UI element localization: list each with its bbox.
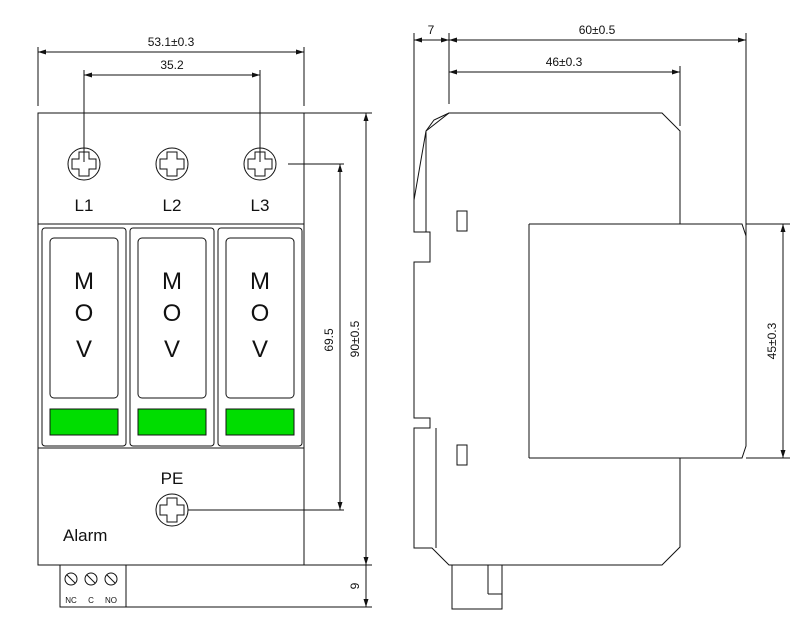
- dim-inner-depth-label: 46±0.3: [546, 55, 583, 69]
- mov-letter-v: V: [76, 336, 92, 363]
- status-indicator-2: [137, 408, 207, 436]
- side-slot-bottom: [456, 444, 468, 466]
- pe-label: PE: [161, 469, 184, 488]
- mov-module-2: M O V: [129, 227, 215, 447]
- alarm-contact-nc: NC: [65, 596, 77, 605]
- dimension-alarm-terminal: 9: [126, 565, 372, 608]
- dim-offset-label: 7: [428, 23, 435, 37]
- status-indicator-1: [49, 408, 119, 436]
- mov-module-3: M O V: [217, 227, 303, 447]
- dim-alarm-terminal-label: 9: [348, 582, 362, 589]
- mov-module-1: M O V: [41, 227, 127, 447]
- screw-terminal-l1: [67, 147, 101, 181]
- alarm-contact-no: NO: [105, 596, 117, 605]
- side-slot-top: [456, 210, 468, 232]
- dimension-side-inner-depth: 46±0.3: [449, 55, 681, 126]
- screw-terminal-l2: [155, 147, 189, 181]
- din-rail-clip: [451, 564, 503, 610]
- dimension-height: 90±0.5: [304, 112, 372, 566]
- alarm-terminal-block: NC C NO: [59, 564, 127, 608]
- terminal-label-l3: L3: [251, 196, 270, 215]
- front-housing: [37, 112, 305, 566]
- status-indicator-3: [225, 408, 295, 436]
- dimension-terminal-span: 69.5: [188, 163, 344, 511]
- screw-terminal-l3: [243, 147, 277, 181]
- dim-terminal-span-label: 69.5: [322, 328, 336, 352]
- dim-pole-spacing-label: 35.2: [160, 58, 184, 72]
- alarm-contact-c: C: [88, 596, 94, 605]
- dim-height-label: 90±0.5: [348, 320, 362, 357]
- side-view: 7 60±0.5 46±0.3: [413, 23, 790, 610]
- dim-front-height-label: 45±0.3: [765, 322, 779, 359]
- dimension-pole-spacing: 35.2: [83, 58, 261, 162]
- mov-letter-o: O: [251, 300, 270, 327]
- side-housing-outline: [413, 112, 747, 566]
- mov-letter-o: O: [75, 300, 94, 327]
- terminal-label-l1: L1: [75, 196, 94, 215]
- alarm-label: Alarm: [63, 526, 107, 545]
- screw-terminal-pe: [155, 493, 189, 527]
- mov-letter-v: V: [252, 336, 268, 363]
- dim-depth-label: 60±0.5: [579, 23, 616, 37]
- terminal-label-l2: L2: [163, 196, 182, 215]
- dimension-overall-width: 53.1±0.3: [37, 35, 305, 106]
- dimension-front-height: 45±0.3: [746, 223, 790, 459]
- mov-letter-v: V: [164, 336, 180, 363]
- mov-letter-m: M: [74, 268, 94, 295]
- mov-letter-m: M: [250, 268, 270, 295]
- mov-letter-o: O: [163, 300, 182, 327]
- mov-letter-m: M: [162, 268, 182, 295]
- dim-overall-width-label: 53.1±0.3: [148, 35, 195, 49]
- front-view: 53.1±0.3 35.2 L1 L2 L3: [37, 35, 372, 608]
